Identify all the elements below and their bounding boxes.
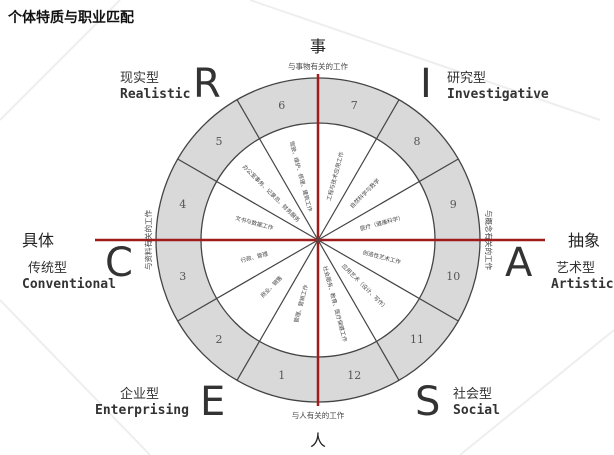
type-r-letter: R xyxy=(193,61,221,107)
axis-right-sublabel: 与概念有关的工作 xyxy=(484,210,494,270)
type-artistic: A 艺术型 Artistic xyxy=(505,240,614,292)
sector-divider xyxy=(317,239,459,322)
sector-number: 5 xyxy=(216,135,223,148)
type-a-cn: 艺术型 xyxy=(556,261,595,276)
sector-number: 8 xyxy=(413,135,420,148)
type-s-en: Social xyxy=(453,403,500,418)
sector-number: 1 xyxy=(278,369,285,382)
axis-bottom-sublabel: 与人有关的工作 xyxy=(292,410,345,420)
sector-number: 6 xyxy=(278,99,285,112)
sector-number: 11 xyxy=(410,333,424,346)
type-s-cn: 社会型 xyxy=(453,386,492,402)
sector-divider xyxy=(317,158,459,241)
type-c-cn: 传统型 xyxy=(28,261,67,276)
axis-top-sublabel: 与事物有关的工作 xyxy=(288,61,348,71)
type-e-letter: E xyxy=(200,379,225,425)
sector-number: 2 xyxy=(216,333,223,346)
sector-number: 10 xyxy=(446,270,460,283)
type-r-en: Realistic xyxy=(120,87,190,102)
type-enterprising: 企业型 Enterprising E xyxy=(95,379,225,425)
type-c-en: Conventional xyxy=(22,277,116,292)
page-title: 个体特质与职业匹配 xyxy=(7,9,134,26)
type-a-letter: A xyxy=(505,240,533,286)
type-r-cn: 现实型 xyxy=(120,71,159,86)
type-c-letter: C xyxy=(105,240,133,286)
type-e-en: Enterprising xyxy=(95,403,189,418)
type-i-cn: 研究型 xyxy=(447,71,486,86)
sector-divider xyxy=(317,239,400,381)
sector-divider xyxy=(177,158,319,241)
type-social: S 社会型 Social xyxy=(415,379,500,425)
sector-number: 9 xyxy=(450,198,457,211)
sector-divider xyxy=(317,99,400,241)
axis-right-label: 抽象 xyxy=(568,231,600,250)
center-point xyxy=(315,237,321,243)
axis-top-label: 事 xyxy=(310,37,326,56)
axis-bottom-label: 人 xyxy=(310,431,326,450)
sector-number: 12 xyxy=(347,369,361,382)
sector-number: 3 xyxy=(179,270,186,283)
sector-divider xyxy=(236,99,319,241)
type-a-en: Artistic xyxy=(551,277,614,292)
type-realistic: 现实型 Realistic R xyxy=(120,61,221,107)
sector-divider xyxy=(177,239,319,322)
axis-left-label: 具体 xyxy=(22,231,54,250)
type-i-en: Investigative xyxy=(447,87,549,102)
axis-left-sublabel: 与资料有关的工作 xyxy=(143,210,153,270)
type-s-letter: S xyxy=(415,379,440,425)
type-i-letter: I xyxy=(420,61,432,107)
sector-number: 7 xyxy=(351,99,358,112)
sector-divider xyxy=(236,239,319,381)
sector-lines xyxy=(177,99,459,381)
type-conventional: 传统型 Conventional C xyxy=(22,240,133,292)
type-investigative: I 研究型 Investigative xyxy=(420,61,549,107)
sector-number: 4 xyxy=(179,198,186,211)
type-e-cn: 企业型 xyxy=(120,386,159,402)
